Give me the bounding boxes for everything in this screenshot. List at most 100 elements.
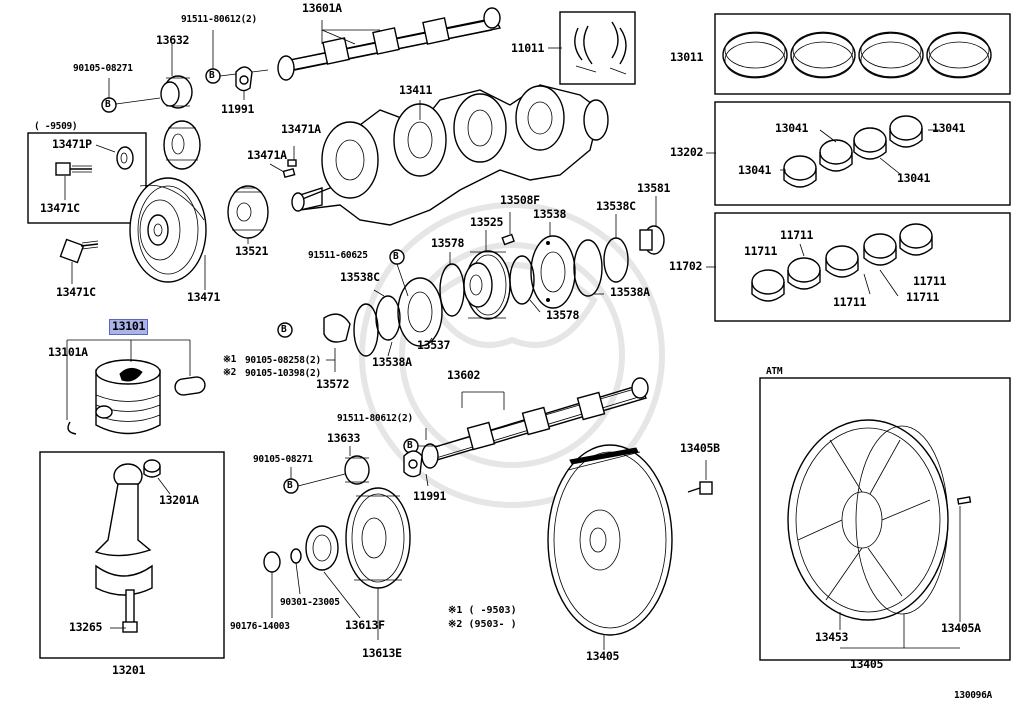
label-91511-80612-mid[interactable]: 91511-80612(2) — [337, 413, 413, 424]
label-11711-b[interactable]: 11711 — [744, 244, 778, 258]
crank-timing-gear-small[interactable] — [163, 120, 201, 170]
label-90105-10398[interactable]: 90105-10398(2) — [245, 368, 321, 379]
label-13602[interactable]: 13602 — [447, 368, 481, 382]
label-13581[interactable]: 13581 — [637, 181, 671, 195]
label-13471C-b[interactable]: 13471C — [56, 285, 96, 299]
drive-plate-13453[interactable] — [787, 419, 949, 621]
label-13405B[interactable]: 13405B — [680, 441, 720, 455]
plate-13538[interactable] — [530, 235, 576, 309]
label-13471A-b[interactable]: 13471A — [247, 148, 287, 162]
label-13265[interactable]: 13265 — [69, 620, 103, 634]
spacer-13538C-left[interactable] — [375, 295, 401, 341]
main-bearings-11711[interactable] — [751, 223, 933, 302]
label-13633[interactable]: 13633 — [327, 431, 361, 445]
timing-gear-13521[interactable] — [227, 185, 269, 239]
label-11711-a[interactable]: 11711 — [780, 228, 814, 242]
label-13411[interactable]: 13411 — [399, 83, 433, 97]
label-13537[interactable]: 13537 — [417, 338, 451, 352]
label-13041-b[interactable]: 13041 — [932, 121, 966, 135]
label-13101A[interactable]: 13101A — [48, 345, 88, 359]
bushing-13201A[interactable] — [143, 459, 161, 478]
label-13538[interactable]: 13538 — [533, 207, 567, 221]
connecting-rod-13201[interactable] — [94, 463, 153, 633]
flywheel-13405[interactable] — [547, 444, 673, 636]
label-13471[interactable]: 13471 — [187, 290, 221, 304]
label-11011[interactable]: 11011 — [511, 41, 545, 55]
spacer-13538A-right[interactable] — [573, 239, 603, 297]
label-13521[interactable]: 13521 — [235, 244, 269, 258]
piston-13101[interactable] — [95, 359, 161, 435]
timing-gear-13632[interactable] — [160, 75, 193, 109]
plate-13537[interactable] — [397, 277, 443, 347]
label-13538C-left[interactable]: 13538C — [340, 270, 380, 284]
label-13538A-right[interactable]: 13538A — [610, 285, 650, 299]
label-13405A[interactable]: 13405A — [941, 621, 981, 635]
gear-13613E[interactable] — [345, 487, 411, 589]
label-13613F[interactable]: 13613F — [345, 618, 385, 632]
label-13578-a[interactable]: 13578 — [431, 236, 465, 250]
label-90176-14003[interactable]: 90176-14003 — [230, 621, 290, 632]
pulley-bolt-13471C[interactable] — [59, 238, 99, 264]
label-13578-b[interactable]: 13578 — [546, 308, 580, 322]
label-13101-highlighted[interactable]: 13101 — [109, 319, 149, 335]
label-11991-top[interactable]: 11991 — [221, 102, 255, 116]
label-11991-mid[interactable]: 11991 — [413, 489, 447, 503]
snap-ring-13101A[interactable] — [67, 421, 77, 435]
plug-90176[interactable] — [263, 551, 281, 573]
crank-pulley-13471[interactable] — [129, 177, 207, 283]
label-90105-08271-mid[interactable]: 90105-08271 — [253, 454, 313, 465]
spacer-13538A-left[interactable] — [353, 303, 379, 357]
label-13201[interactable]: 13201 — [112, 663, 146, 677]
label-90105-08271-top[interactable]: 90105-08271 — [73, 63, 133, 74]
label-90301-23005[interactable]: 90301-23005 — [280, 597, 340, 608]
plate-11991-top[interactable] — [235, 66, 253, 92]
washer-13581[interactable] — [639, 225, 665, 255]
tensioner-washer[interactable] — [116, 146, 134, 170]
label-91511-60625[interactable]: 91511-60625 — [308, 250, 368, 261]
label-13525[interactable]: 13525 — [470, 215, 504, 229]
plate-11991-mid[interactable] — [403, 450, 423, 478]
label-11711-e[interactable]: 11711 — [906, 290, 940, 304]
shim-13578-upper[interactable] — [439, 263, 465, 317]
washer-90301[interactable] — [290, 548, 302, 564]
label-13202[interactable]: 13202 — [670, 145, 704, 159]
label-13041-c[interactable]: 13041 — [738, 163, 772, 177]
piston-pin[interactable] — [174, 376, 206, 396]
label-11711-d[interactable]: 11711 — [833, 295, 867, 309]
label-90105-08258[interactable]: 90105-08258(2) — [245, 355, 321, 366]
label-91511-80612-top[interactable]: 91511-80612(2) — [181, 14, 257, 25]
label-13572[interactable]: 13572 — [316, 377, 350, 391]
thrust-washers-11011[interactable] — [574, 21, 627, 75]
label-13405-atm[interactable]: 13405 — [850, 657, 884, 671]
label-11711-c[interactable]: 11711 — [913, 274, 947, 288]
label-13471P[interactable]: 13471P — [52, 137, 92, 151]
rod-bearings-13041[interactable] — [783, 115, 923, 188]
plate-13572[interactable] — [323, 313, 351, 343]
piston-rings-13011[interactable] — [722, 31, 992, 79]
label-13201A[interactable]: 13201A — [159, 493, 199, 507]
camshaft-lower-13602[interactable] — [421, 377, 649, 469]
label-13601A[interactable]: 13601A — [302, 1, 342, 15]
tensioner-bolt[interactable] — [55, 162, 92, 176]
label-13538C-right[interactable]: 13538C — [596, 199, 636, 213]
label-13508F[interactable]: 13508F — [500, 193, 540, 207]
label-13453[interactable]: 13453 — [815, 630, 849, 644]
flywheel-bolt-13405B[interactable] — [687, 481, 713, 495]
label-13041-d[interactable]: 13041 — [897, 171, 931, 185]
label-13471A-a[interactable]: 13471A — [281, 122, 321, 136]
crank-gear-13525[interactable] — [463, 250, 511, 320]
key-13508F[interactable] — [501, 233, 515, 246]
spacer-13405A[interactable] — [956, 496, 972, 505]
label-11702[interactable]: 11702 — [669, 259, 703, 273]
camshaft-upper-part[interactable] — [277, 7, 502, 81]
oil-seal-13613F[interactable] — [305, 525, 339, 571]
label-13632[interactable]: 13632 — [156, 33, 190, 47]
label-13041-a[interactable]: 13041 — [775, 121, 809, 135]
label-13538A-left[interactable]: 13538A — [372, 355, 412, 369]
pin-13471A-b[interactable] — [287, 159, 297, 167]
label-13471C-a[interactable]: 13471C — [40, 201, 80, 215]
label-13405-flywheel[interactable]: 13405 — [586, 649, 620, 663]
crankshaft-13411[interactable] — [291, 84, 609, 226]
label-13011[interactable]: 13011 — [670, 50, 704, 64]
timing-gear-13633[interactable] — [344, 455, 370, 485]
